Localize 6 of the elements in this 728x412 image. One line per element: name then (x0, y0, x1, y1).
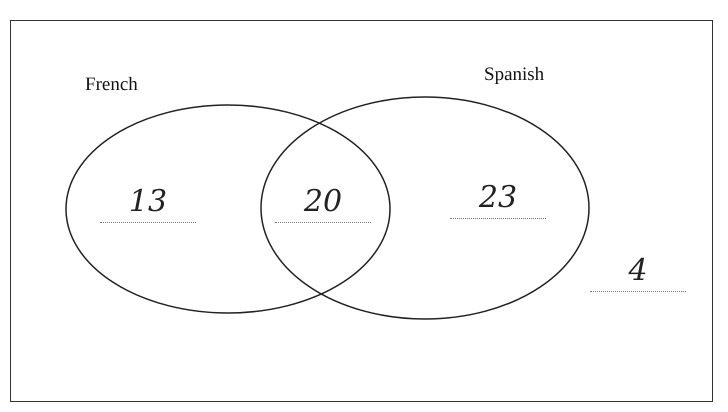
count-answer: 20 (275, 184, 371, 223)
set-label: French (85, 74, 138, 96)
count-answer: 23 (450, 180, 546, 219)
set-label: Spanish (484, 64, 544, 86)
count-answer: 4 (590, 253, 686, 292)
count-answer: 13 (100, 184, 196, 223)
